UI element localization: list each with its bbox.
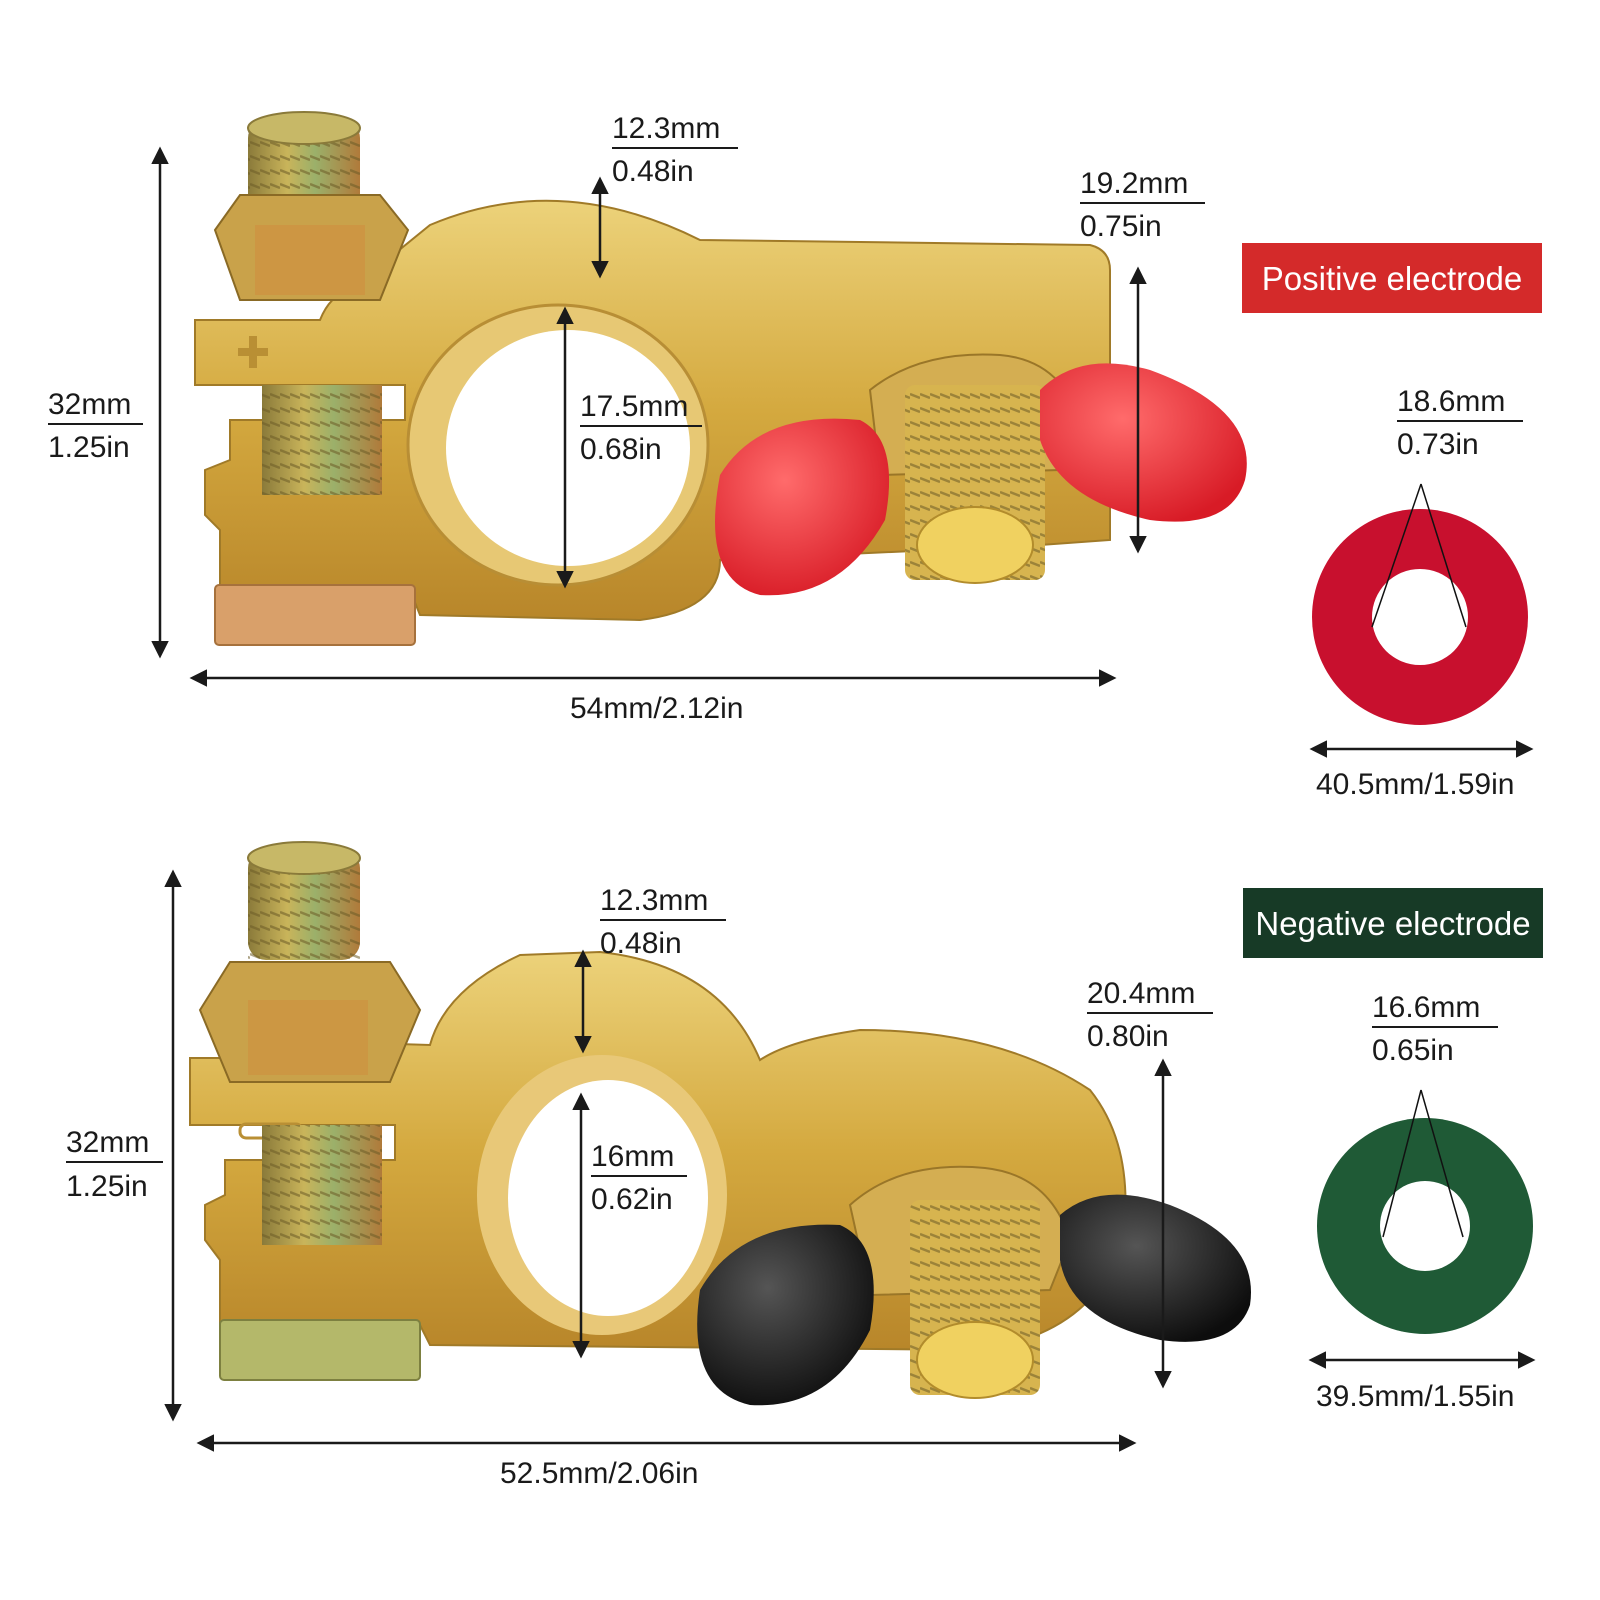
negative-bore-in: 0.62in — [591, 1183, 673, 1216]
positive-dimensions — [48, 146, 1205, 687]
plus-sign-icon — [238, 336, 268, 368]
positive-washer-inner-in: 0.73in — [1397, 428, 1479, 461]
negative-terminal — [189, 841, 1251, 1406]
negative-bottom-plate — [219, 1319, 421, 1381]
negative-height-in: 1.25in — [66, 1170, 148, 1203]
positive-total-length: 54mm/2.12in — [570, 692, 743, 725]
positive-terminal — [194, 111, 1247, 646]
positive-bore-mm: 17.5mm — [580, 390, 688, 423]
positive-washer-inner-mm: 18.6mm — [1397, 385, 1505, 418]
negative-washer-outer: 39.5mm/1.55in — [1316, 1380, 1514, 1413]
positive-bottom-plate — [214, 584, 416, 646]
positive-badge-label: Positive electrode — [1262, 260, 1522, 297]
positive-bore-in: 0.68in — [580, 433, 662, 466]
negative-hex-nut — [198, 961, 422, 1083]
positive-tab-height-in: 0.75in — [1080, 210, 1162, 243]
negative-height-mm: 32mm — [66, 1126, 149, 1159]
negative-washer-inner-in: 0.65in — [1372, 1034, 1454, 1067]
negative-dimensions — [66, 869, 1213, 1452]
positive-clamp-thickness-mm: 12.3mm — [612, 112, 720, 145]
negative-tab-height-mm: 20.4mm — [1087, 977, 1195, 1010]
positive-height-in: 1.25in — [48, 431, 130, 464]
negative-clamp-thickness-in: 0.48in — [600, 927, 682, 960]
negative-total-length: 52.5mm/2.06in — [500, 1457, 698, 1490]
positive-height-mm: 32mm — [48, 388, 131, 421]
negative-electrode-badge: Negative electrode — [1243, 888, 1543, 958]
positive-clamp-thickness-in: 0.48in — [612, 155, 694, 188]
negative-washer-inner-mm: 16.6mm — [1372, 991, 1480, 1024]
green-washer-icon — [1317, 1089, 1533, 1334]
positive-electrode-badge: Positive electrode — [1242, 243, 1542, 313]
positive-washer-outer: 40.5mm/1.59in — [1316, 768, 1514, 801]
negative-badge-label: Negative electrode — [1255, 905, 1530, 942]
negative-clamp-thickness-mm: 12.3mm — [600, 884, 708, 917]
positive-tab-height-mm: 19.2mm — [1080, 167, 1188, 200]
negative-bore-mm: 16mm — [591, 1140, 674, 1173]
negative-tab-height-in: 0.80in — [1087, 1020, 1169, 1053]
red-washer-icon — [1312, 483, 1528, 725]
